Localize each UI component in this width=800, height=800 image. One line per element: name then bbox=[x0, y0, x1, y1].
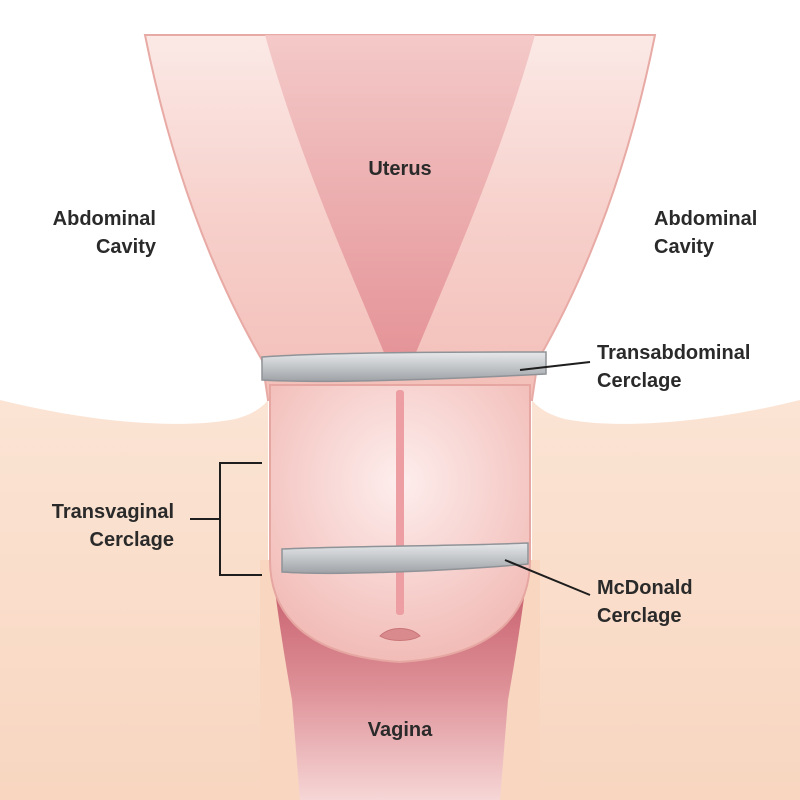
pelvic-tissue-right bbox=[532, 400, 800, 800]
abdominal-cavity-left-label: Abdominal Cavity bbox=[52, 208, 156, 258]
transabdominal-leader bbox=[519, 361, 591, 371]
transabdominal-band bbox=[261, 351, 547, 383]
pelvic-tissue bbox=[0, 400, 268, 800]
uterus-label: Uterus bbox=[368, 158, 432, 180]
transvaginal-label: Transvaginal Cerclage bbox=[51, 501, 174, 551]
mcdonald-band bbox=[281, 542, 529, 575]
external-os bbox=[379, 628, 421, 641]
transvaginal-bracket bbox=[190, 462, 262, 576]
mcdonald-leader bbox=[504, 559, 591, 596]
cervical-canal bbox=[396, 390, 404, 615]
mcdonald-label: McDonald Cerclage bbox=[597, 577, 693, 627]
uterine-cavity bbox=[265, 35, 535, 372]
vagina-label: Vagina bbox=[367, 719, 433, 741]
transabdominal-label: Transabdominal Cerclage bbox=[597, 342, 751, 392]
abdominal-cavity-right-label: Abdominal Cavity bbox=[654, 208, 758, 258]
